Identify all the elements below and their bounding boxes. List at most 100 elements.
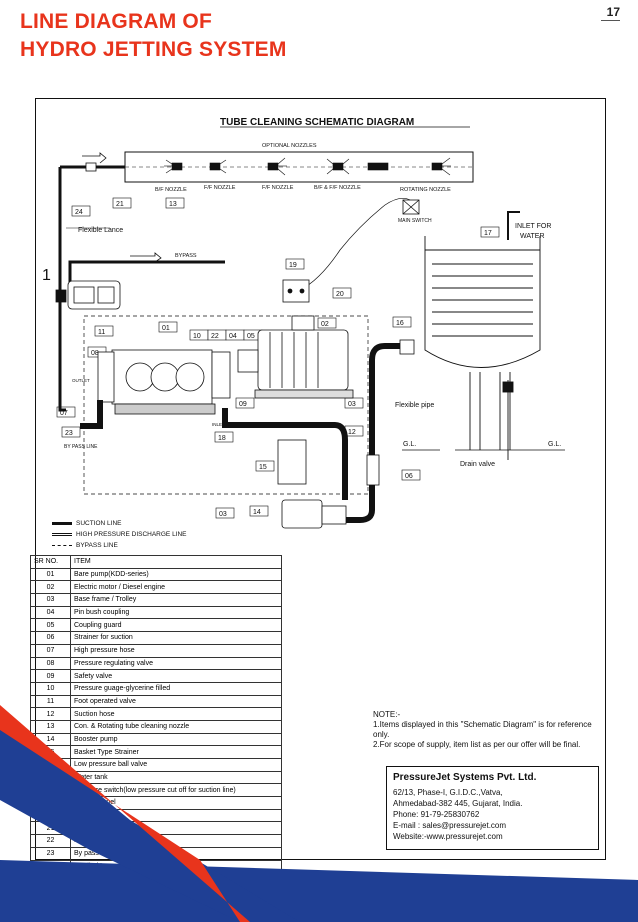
- suction-line: [80, 343, 413, 523]
- legend-bypass: BYPASS LINE: [52, 540, 187, 551]
- title-line-1: LINE DIAGRAM OF: [20, 10, 212, 33]
- main-switch: [299, 198, 420, 291]
- legend-suction: SUCTION LINE: [52, 518, 187, 529]
- flexible-lance-label: Flexible Lance: [78, 227, 123, 234]
- table-header-row: SR NO. ITEM: [30, 555, 282, 569]
- optional-nozzles-label: OPTIONAL NOZZLES: [262, 143, 317, 149]
- callout-23: 23: [65, 430, 73, 437]
- nozzle-label-2: F/F NOZZLE: [204, 185, 236, 191]
- sr-no-cell: 04: [30, 605, 71, 620]
- gl-right-label: G.L.: [548, 441, 561, 448]
- sr-no-cell: 11: [30, 694, 71, 709]
- bypass-line-label: BY PASS LINE: [64, 444, 98, 450]
- sr-no-cell: 06: [30, 631, 71, 645]
- page-number: 17: [600, 5, 620, 21]
- flexible-pipe-label: Flexible pipe: [395, 402, 434, 409]
- item-cell: By pass Hose: [70, 846, 282, 861]
- page-title: LINE DIAGRAM OF HYDRO JETTING SYSTEM: [20, 8, 287, 64]
- item-cell: Rigid lance: [70, 821, 282, 836]
- callout-05: 05: [247, 333, 255, 340]
- line-legend: SUCTION LINE HIGH PRESSURE DISCHARGE LIN…: [52, 518, 187, 551]
- item-cell: Flexibal Lance: [70, 859, 282, 874]
- company-phone: Phone: 91-79-25830762: [393, 810, 480, 819]
- notes-block: NOTE:- 1.Items displayed in this "Schema…: [373, 710, 603, 750]
- sr-no-cell: 14: [30, 732, 71, 747]
- item-cell: Pressure switch(low pressure cut off for…: [70, 783, 282, 798]
- callout-22: 22: [211, 333, 219, 340]
- nozzle-label-3: F/F NOZZLE: [262, 185, 294, 191]
- sr-no-cell: 22: [30, 834, 71, 848]
- company-address-2: Ahmedabad-382 445, Gujarat, India.: [393, 799, 523, 808]
- callout-10: 10: [193, 333, 201, 340]
- sr-no-cell: 20: [30, 808, 71, 823]
- item-cell: Needle valve: [70, 834, 282, 848]
- item-cell: Cable: [70, 808, 282, 823]
- flow-number-1: 1: [42, 267, 51, 284]
- strainer-and-booster: [277, 339, 415, 529]
- inlet-label: INLET: [212, 422, 225, 427]
- sr-no-cell: 10: [30, 681, 71, 696]
- callout-02: 02: [321, 321, 329, 328]
- outlet-label: OUTLET: [72, 378, 90, 383]
- sr-no-cell: 07: [30, 643, 71, 658]
- nozzle-label-1: B/F NOZZLE: [155, 187, 187, 193]
- diagram-frame: [35, 98, 606, 860]
- item-cell: High pressure hose: [70, 643, 282, 658]
- callout-12: 12: [348, 429, 356, 436]
- bare-pump: [97, 349, 231, 415]
- callout-09: 09: [239, 401, 247, 408]
- bypass-label: BYPASS: [175, 253, 197, 259]
- legend-high-pressure: HIGH PRESSURE DISCHARGE LINE: [52, 529, 187, 540]
- header-sr-no: SR NO.: [30, 555, 71, 569]
- item-cell: Water tank: [70, 770, 282, 785]
- sr-no-cell: 15: [30, 745, 71, 759]
- base-frame-outline: [83, 315, 369, 495]
- callout-13: 13: [169, 201, 177, 208]
- sr-no-cell: 19: [30, 796, 71, 810]
- sr-no-cell: 18: [30, 783, 71, 798]
- company-box: PressureJet Systems Pvt. Ltd. 62/13, Pha…: [386, 766, 599, 850]
- callout-07: 07: [60, 410, 68, 417]
- rigid-lance: [60, 152, 125, 172]
- callout-24: 24: [75, 209, 83, 216]
- gl-left-label: G.L.: [403, 441, 416, 448]
- item-cell: Foot operated valve: [70, 694, 282, 709]
- callouts: 21 13 24 17 19 20 11 01 10 22 04 05 02 1…: [56, 197, 500, 519]
- item-cell: Bare pump(KDD-series): [70, 567, 282, 582]
- item-cell: Booster pump: [70, 732, 282, 747]
- title-line-2: HYDRO JETTING SYSTEM: [20, 38, 287, 61]
- callout-11: 11: [98, 329, 105, 336]
- sr-no-cell: 21: [30, 821, 71, 836]
- notes-heading: NOTE:-: [373, 710, 401, 719]
- callout-20: 20: [336, 291, 344, 298]
- company-email: E-mail : sales@pressurejet.com: [393, 821, 507, 830]
- callout-17: 17: [484, 230, 492, 237]
- main-switch-label: MAIN SWITCH: [398, 218, 432, 224]
- callout-15: 15: [259, 464, 267, 471]
- note-1: 1.Items displayed in this "Schematic Dia…: [373, 720, 592, 739]
- nozzle-label-5: ROTATING NOZZLE: [400, 187, 451, 193]
- item-cell: Electric motor / Diesel engine: [70, 580, 282, 595]
- sr-no-cell: 16: [30, 758, 71, 772]
- sr-no-cell: 03: [30, 593, 71, 607]
- item-cell: Suction hose: [70, 707, 282, 721]
